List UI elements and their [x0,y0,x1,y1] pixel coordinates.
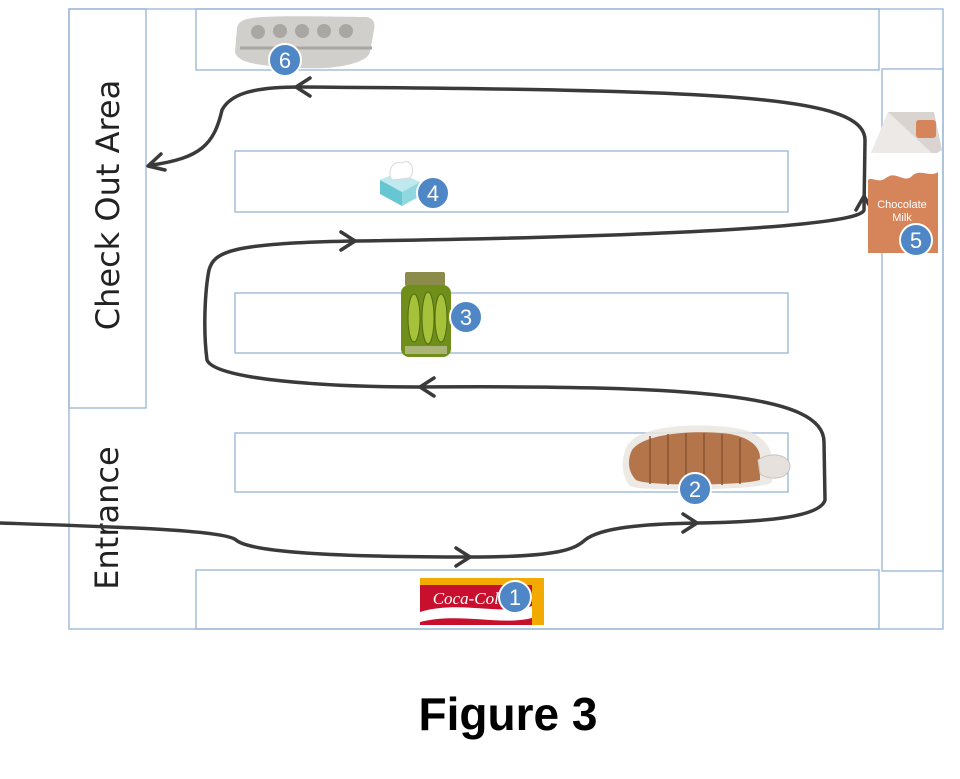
svg-text:6: 6 [279,48,291,73]
item-badge-5: 5 [899,223,933,257]
svg-text:Coca-Cola: Coca-Cola [433,589,508,608]
shelf-right [881,68,944,572]
route-arrow-6 [294,76,312,98]
item-badge-4: 4 [416,176,450,210]
svg-text:Chocolate: Chocolate [877,199,927,211]
item-badge-3: 3 [449,300,483,334]
milk-carton-icon: Chocolate Milk [868,112,942,253]
shelf-aisle-2 [234,292,789,354]
item-badge-1: 1 [498,580,532,614]
figure-title: Figure 3 [419,688,598,740]
checkout-area-label: Check Out Area [89,80,127,330]
shelf-top [195,8,880,71]
route-arrow-2 [681,512,699,534]
shopping-route-path [0,85,867,559]
tissue-box-icon [380,161,420,206]
route-arrow-7 [146,152,167,172]
pickle-jar-icon [401,272,451,357]
svg-text:2: 2 [689,477,701,502]
svg-text:5: 5 [910,228,922,253]
checkout-area-panel [68,8,147,409]
store-outline [68,8,944,630]
svg-text:4: 4 [427,181,439,206]
svg-text:1: 1 [509,585,521,610]
egg-carton-icon [235,16,375,69]
shelf-aisle-1 [234,150,789,213]
item-badge-2: 2 [678,472,712,506]
svg-text:CLASSIC: CLASSIC [457,612,483,618]
shelf-bottom [195,569,880,630]
route-arrow-4 [339,230,357,252]
item-badge-6: 6 [268,43,302,77]
entrance-label: Entrance [88,446,126,589]
route-arrow-1 [454,546,472,568]
route-arrow-3 [418,376,436,398]
svg-text:Milk: Milk [892,212,912,224]
bread-loaf-icon [622,425,791,490]
svg-text:3: 3 [460,305,472,330]
soda-pack-icon: Coca-Cola CLASSIC [420,578,544,625]
